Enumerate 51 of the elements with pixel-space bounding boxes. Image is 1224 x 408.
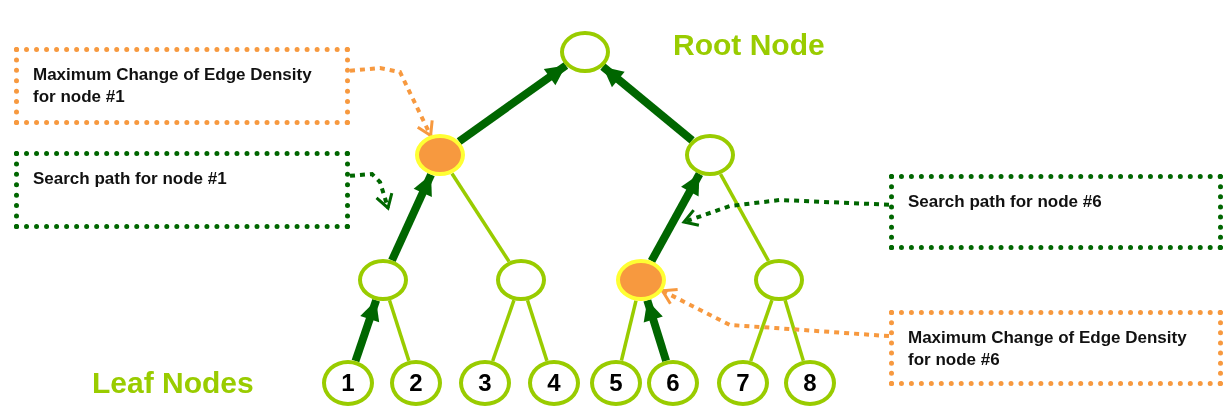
callout-text: Maximum Change of Edge Density for node #6 [908,327,1188,372]
tree-edge [450,172,511,263]
leaf-node-circle [390,360,442,406]
search-path-arrow [648,172,703,263]
leaf-node-circle [590,360,642,406]
tree-edge [387,299,411,362]
leaf-node-circle [528,360,580,406]
highlighted-tree-node [415,134,465,176]
leader-arrow [349,66,434,138]
tree-edge [525,299,549,362]
callout-box [14,151,350,229]
leaf-node-circle [647,360,699,406]
tree-node-circle [560,31,610,73]
callout-box [889,310,1223,386]
callout-text: Search path for node #6 [908,191,1102,213]
leaf-node-circle [784,360,836,406]
leaf-node-circle [322,360,374,406]
tree-node-circle [358,259,408,301]
tree-edge [619,300,638,361]
tree-edge [749,299,774,362]
tree-edge [719,173,770,262]
callout-box [889,174,1223,250]
node-number: 5 [609,371,623,395]
search-path-arrow [600,63,695,144]
node-number: 7 [736,371,750,395]
leaf-node-circle [459,360,511,406]
node-number: 6 [666,371,680,395]
search-path-arrow [351,298,380,363]
node-number: 4 [547,371,561,395]
callout-box [14,47,350,125]
tree-node-circle [754,259,804,301]
node-number: 3 [478,371,492,395]
node-number: 2 [409,371,423,395]
leader-arrow [349,171,394,210]
leader-arrow [660,288,890,339]
diagram-label: Leaf Nodes [92,366,254,400]
callout-text: Search path for node #1 [33,168,227,190]
tree-node-circle [685,134,735,176]
leader-arrow [682,198,890,227]
highlighted-tree-node [616,259,666,301]
tree-edge [783,299,805,362]
node-number: 1 [341,371,355,395]
callout-text: Maximum Change of Edge Density for node #1 [33,64,313,109]
search-path-arrow [388,172,435,263]
node-number: 8 [803,371,817,395]
leaf-node-circle [717,360,769,406]
diagram-label: Root Node [673,28,825,62]
search-path-arrow [456,62,569,145]
search-path-arrow [643,299,670,362]
tree-edge [491,299,516,362]
tree-node-circle [496,259,546,301]
